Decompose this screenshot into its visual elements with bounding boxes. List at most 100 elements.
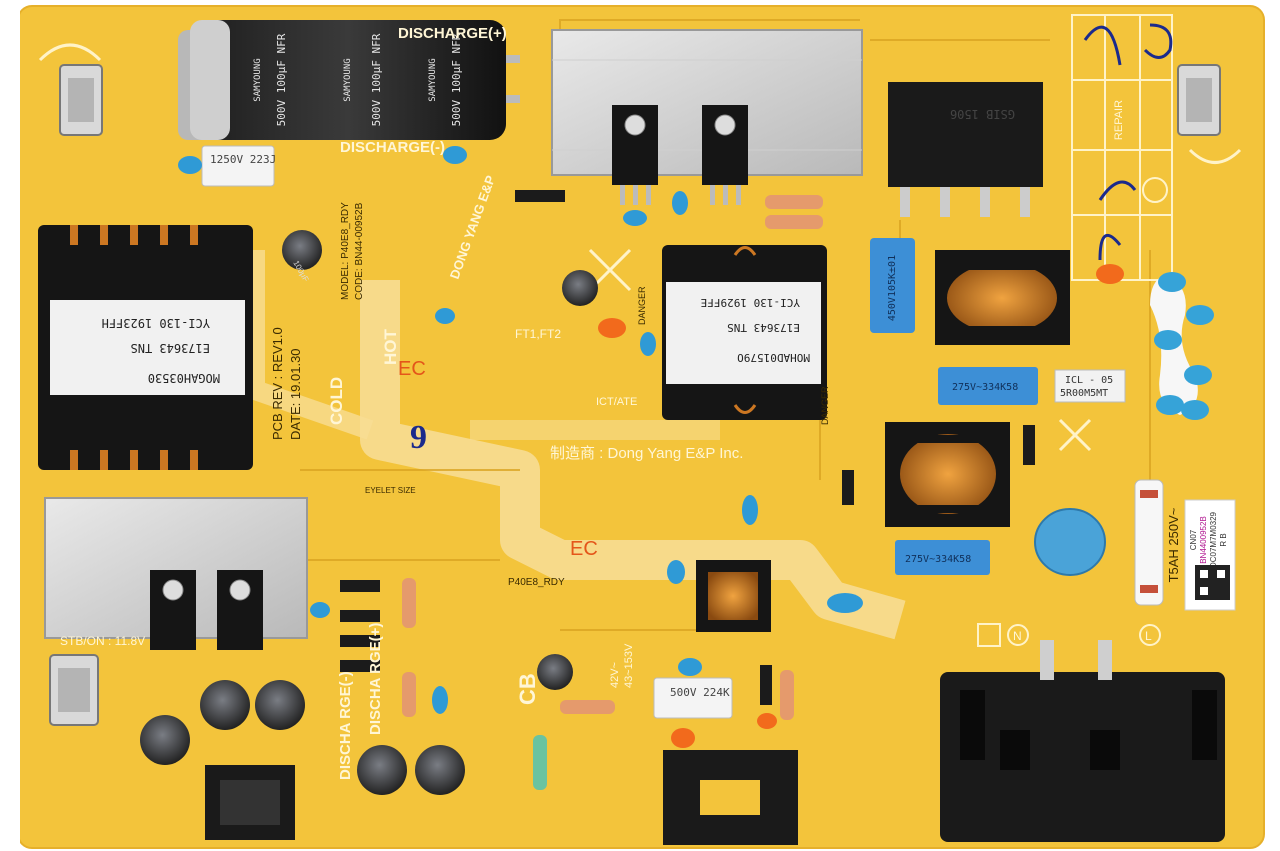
- mosfet-1: [612, 105, 658, 205]
- choke-2: [885, 422, 1010, 527]
- neutral-mark: N: [977, 623, 1029, 647]
- electrolytic-caps: [140, 230, 598, 795]
- transformer-2: YCI-130 1929FFE E173643 TNS MOHAD01579O: [662, 245, 827, 420]
- output-connector-center: [663, 750, 798, 845]
- transformer-2-line-3: MOHAD01579O: [737, 351, 810, 364]
- film-cap-1-label: 1250V 223J: [210, 153, 276, 166]
- mosfet-2: [702, 105, 748, 205]
- discha-right-label: DISCHA RGE(+): [367, 623, 384, 735]
- icl-label-1: ICL - 05: [1065, 375, 1113, 386]
- cap-main-brand-3: SAMYOUNG: [428, 58, 438, 101]
- y-cap-2: [1186, 305, 1214, 325]
- stb-label: STB/ON : 11.8V: [60, 634, 145, 648]
- orange-caps: [598, 264, 1124, 748]
- part-label-sticker: CN07 BN4400952B DC07M7M0329 R B: [1184, 499, 1236, 611]
- y-cap-4: [1184, 365, 1212, 385]
- code-label: CODE: BN44-00952B: [354, 202, 365, 300]
- film-capacitor-2: 450V105K±01: [870, 238, 915, 333]
- fuse-label: T5AH 250V~: [1166, 507, 1181, 582]
- model-block-label: P40E8_RDY: [508, 577, 565, 588]
- bridge-rectifier: GSIB 1506: [888, 82, 1043, 217]
- mosfet-3: [150, 570, 196, 650]
- varistor: [1034, 508, 1106, 576]
- ec-marker-2: EC: [570, 538, 598, 560]
- date-label: DATE: 19.01.30: [288, 348, 303, 440]
- film-cap-2-label: 450V105K±01: [887, 255, 898, 321]
- output-connector-left: [205, 765, 295, 840]
- film-capacitor-5: 500V 224K: [653, 677, 733, 719]
- ecap-1: [140, 715, 190, 765]
- voltage-label-2: 43~153V: [623, 643, 635, 688]
- cap-main-brand-2: SAMYOUNG: [343, 58, 353, 101]
- danger-label-2: DANGER: [820, 386, 830, 425]
- cold-label: COLD: [327, 377, 346, 425]
- hand-warning-symbol: [38, 43, 1242, 452]
- danger-label-1: DANGER: [637, 286, 647, 325]
- ecap-7: [562, 270, 598, 306]
- ecap-3: [255, 680, 305, 730]
- repair-label: REPAIR: [1113, 100, 1125, 140]
- cap-main-rating-1: 500V 100μF NFR: [275, 33, 288, 126]
- label-cn07: CN07: [1189, 529, 1198, 550]
- n-label: N: [1013, 629, 1022, 643]
- ecap-8: [282, 230, 322, 270]
- cb-label: CB: [515, 673, 540, 705]
- transformer-1-line-3: MOGAH03530: [148, 371, 220, 385]
- bridge-label: GSIB 1506: [950, 107, 1015, 121]
- cap-main-rating-2: 500V 100μF NFR: [370, 33, 383, 126]
- isolation-lane: [360, 280, 906, 640]
- label-part-number: BN4400952B: [1199, 516, 1208, 564]
- marker-9: 9: [410, 419, 427, 456]
- transformer-1-line-2: E173643 TNS: [131, 341, 210, 355]
- line-mark: L: [1139, 624, 1161, 646]
- discharge-plus-label: DISCHARGE(+): [398, 25, 507, 42]
- y-cap-6: [1181, 400, 1209, 420]
- fuse: T5AH 250V~: [1134, 479, 1181, 606]
- film-capacitor-4: 275V~334K58: [895, 540, 990, 575]
- cap-main-brand-1: SAMYOUNG: [253, 58, 263, 101]
- inductor-small: [696, 560, 771, 632]
- film-capacitor-1: 1250V 223J: [201, 145, 276, 187]
- y-cap-3: [1154, 330, 1182, 350]
- y-cap-1: [1158, 272, 1186, 292]
- film-cap-4-label: 275V~334K58: [905, 554, 971, 565]
- ict-label: ICT/ATE: [596, 396, 637, 408]
- ecap-5: [415, 745, 465, 795]
- diodes: [340, 190, 1035, 705]
- mounting-clip-top-right: [1177, 64, 1221, 136]
- mounting-clip-top-left: [59, 64, 103, 136]
- ecap-2: [200, 680, 250, 730]
- icl-label-2: 5R00M5MT: [1060, 388, 1108, 399]
- eyelet-label: EYELET SIZE: [365, 486, 416, 495]
- icl-thermistor: ICL - 05 5R00M5MT: [1054, 369, 1126, 403]
- ec-marker-1: EC: [398, 358, 426, 380]
- label-rb: R B: [1219, 533, 1228, 546]
- hot-label: HOT: [381, 329, 400, 366]
- transformer-2-line-1: YCI-130 1929FFE: [701, 296, 800, 309]
- ecap-6: [537, 654, 573, 690]
- ac-inlet-connector: [940, 640, 1225, 842]
- l-label: L: [1145, 629, 1152, 643]
- film-cap-3-label: 275V~334K58: [952, 382, 1018, 393]
- mosfet-4: [217, 570, 263, 650]
- transformer-2-line-2: E173643 TNS: [727, 321, 800, 334]
- film-capacitor-3: 275V~334K58: [938, 367, 1038, 405]
- resistors: [402, 195, 823, 790]
- voltage-label-1: 42V~: [609, 662, 621, 688]
- maker-label: 制造商 : Dong Yang E&P Inc.: [550, 445, 743, 462]
- model-label: MODEL: P40E8_RDY: [340, 202, 351, 300]
- discharge-minus-label: DISCHARGE(-): [340, 139, 445, 156]
- ecap-4: [357, 745, 407, 795]
- discha-left-label: DISCHA RGE(-): [337, 671, 354, 780]
- ceramic-caps: [178, 146, 863, 714]
- y-cap-5: [1156, 395, 1184, 415]
- film-cap-5-label: 500V 224K: [670, 686, 730, 699]
- repair-table: REPAIR: [1071, 14, 1173, 281]
- bulk-capacitor: 500V 100μF NFR 500V 100μF NFR 500V 100μF…: [178, 20, 520, 140]
- transformer-1-line-1: YCI-130 1923FFH: [102, 316, 210, 330]
- ft-label: FT1,FT2: [515, 327, 561, 341]
- transformer-1: YCI-130 1923FFH E173643 TNS MOGAH03530: [38, 225, 253, 470]
- choke-1: [935, 250, 1070, 345]
- mounting-clip-bottom-left: [49, 654, 99, 726]
